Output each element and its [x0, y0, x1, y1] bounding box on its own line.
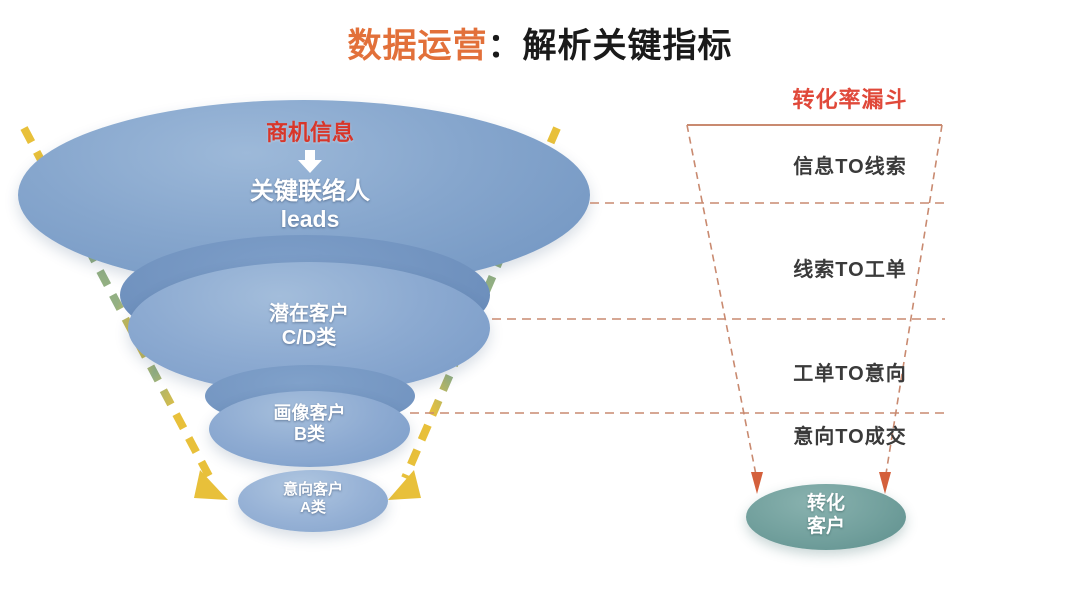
page-title-rest: 解析关键指标 [522, 27, 733, 65]
converted-customer-shape[interactable] [746, 484, 906, 550]
page-title-separator: ： [487, 27, 523, 65]
converted-customer-line1: 转化 [806, 493, 845, 514]
conversion-funnel-outline [686, 124, 943, 494]
conversion-funnel-title: 转化率漏斗 [792, 87, 908, 112]
page-title: 数据运营：解析关键指标 [0, 18, 1080, 67]
conversion-step-1: 信息TO线索 [793, 156, 907, 178]
conversion-step-2: 线索TO工单 [793, 259, 907, 281]
page-title-highlight: 数据运营 [347, 27, 488, 65]
funnel-stage-4-shape[interactable] [238, 470, 388, 532]
funnel-stage-3-shape[interactable] [209, 391, 410, 467]
conversion-step-4: 意向TO成交 [793, 426, 907, 448]
converted-customer-label: 转化 客户 [746, 493, 906, 539]
conversion-rate-funnel: 转化率漏斗 信息TO线索 线索TO工单 工单TO意向 意向TO成交 转化 客户 [620, 0, 1080, 611]
conversion-step-3: 工单TO意向 [793, 363, 907, 385]
converted-customer-line2: 客户 [806, 515, 845, 537]
